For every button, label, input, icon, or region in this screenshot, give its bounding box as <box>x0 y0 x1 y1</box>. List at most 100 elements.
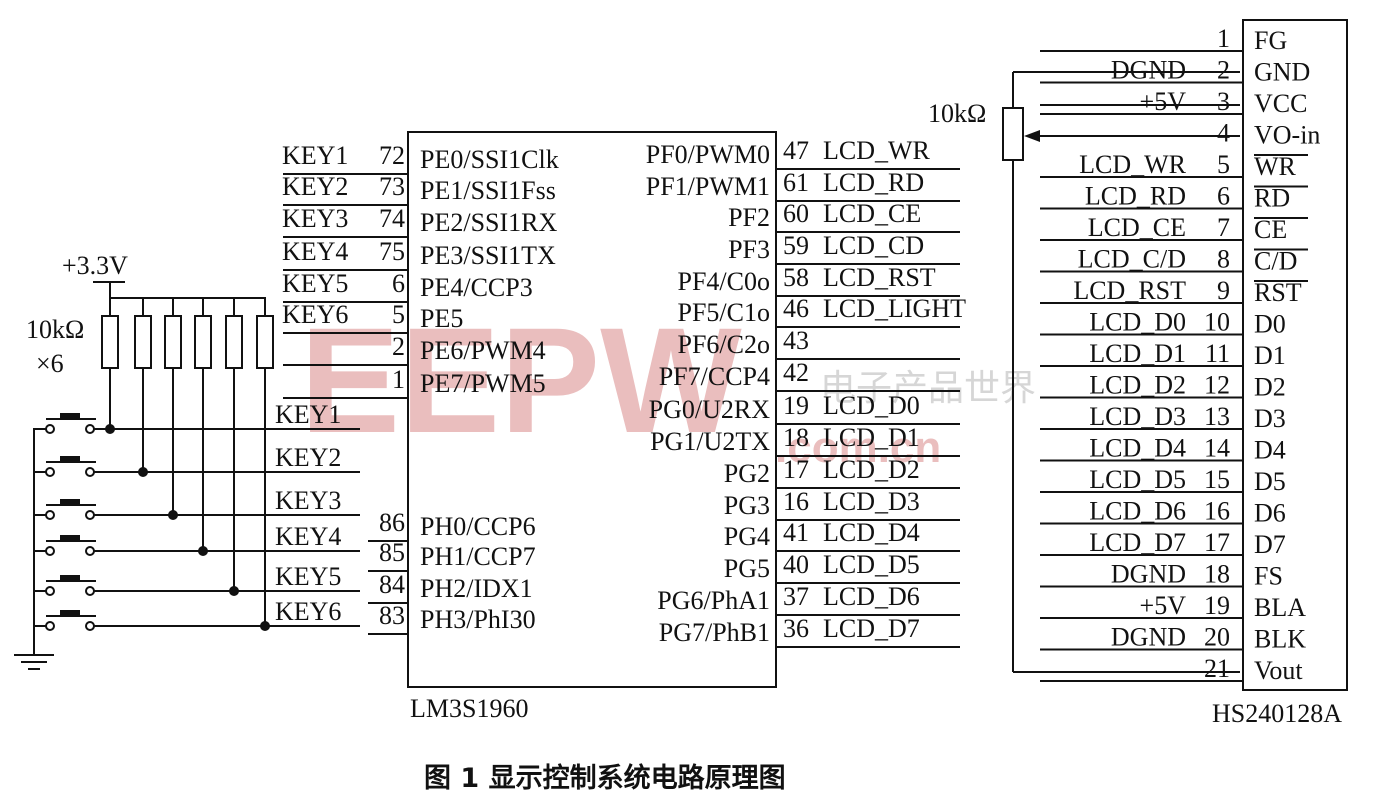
lcd-pin-name: C/D <box>1254 247 1297 276</box>
mcu-pin-label: PF3 <box>728 235 770 264</box>
lcd-pin-name: D3 <box>1254 404 1286 433</box>
switch-contact <box>85 546 95 556</box>
pullup-resistor <box>134 315 152 369</box>
mcu-pin-number: 72 <box>379 141 405 170</box>
lcd-pin-name: FG <box>1254 26 1287 55</box>
mcu-pin-number: 86 <box>379 508 405 537</box>
mcu-pin-number: 2 <box>392 332 405 361</box>
mcu-pin-number: 41 <box>783 518 809 547</box>
net-label: LCD_D4 <box>823 518 920 547</box>
mcu-pin-number: 47 <box>783 136 809 165</box>
mcu-pin-label: PF7/CCP4 <box>659 362 770 391</box>
mcu-pin-number: 16 <box>783 487 809 516</box>
pullup-resistor <box>101 315 119 369</box>
watermark-logo: EEPW <box>300 296 742 464</box>
lcd-pin-number: 9 <box>1217 276 1230 305</box>
switch-contact <box>45 546 55 556</box>
figure-caption: 图 1 显示控制系统电路原理图 <box>424 762 786 794</box>
mcu-pin-number: 61 <box>783 168 809 197</box>
net-label: LCD_D0 <box>1089 308 1186 337</box>
mcu-pin-number: 1 <box>392 365 405 394</box>
net-label: LCD_RST <box>1073 276 1186 305</box>
key-label: KEY1 <box>275 400 341 429</box>
net-label: LCD_LIGHT <box>823 294 966 323</box>
net-label: DGND <box>1111 623 1186 652</box>
mcu-pin-number: 37 <box>783 582 809 611</box>
mcu-pin-number: 40 <box>783 550 809 579</box>
lcd-pin-number: 6 <box>1217 182 1230 211</box>
lcd-pin-number: 15 <box>1204 465 1230 494</box>
pullup-resistor <box>164 315 182 369</box>
switch-button <box>60 610 80 616</box>
mcu-pin-label: PG5 <box>724 554 770 583</box>
junction-dot <box>198 546 208 556</box>
lcd-pin-name: CE <box>1254 215 1287 244</box>
mcu-pin-label: PG2 <box>724 459 770 488</box>
switch-button <box>60 535 80 541</box>
key-label: KEY6 <box>275 597 341 626</box>
watermark: EEPW .com.cn 电子产品世界 <box>300 296 1036 472</box>
lcd-pin-name: D6 <box>1254 499 1286 528</box>
lcd-pin-number: 21 <box>1204 654 1230 683</box>
mcu-pin-number: 5 <box>392 300 405 329</box>
lcd-pin-number: 14 <box>1204 434 1230 463</box>
net-label: LCD_D0 <box>823 391 920 420</box>
watermark-site: .com.cn <box>775 423 941 472</box>
net-label: KEY5 <box>282 269 348 298</box>
switch-contact <box>85 424 95 434</box>
junction-dot <box>105 424 115 434</box>
mcu-pin-label: PH3/PhI30 <box>420 605 536 634</box>
lcd-pin-number: 17 <box>1204 528 1230 557</box>
lcd-pin-name: BLA <box>1254 593 1306 622</box>
mcu-pin-number: 46 <box>783 294 809 323</box>
net-label: LCD_D7 <box>1089 528 1186 557</box>
lcd-pin-number: 7 <box>1217 213 1230 242</box>
mcu-pin-label: PE7/PWM5 <box>420 369 546 398</box>
net-label: LCD_D1 <box>823 423 920 452</box>
net-label: LCD_D2 <box>823 455 920 484</box>
lcd-pin-name: D5 <box>1254 467 1286 496</box>
lcd-pin-name: Vout <box>1254 656 1303 685</box>
lcd-pin-name: D1 <box>1254 341 1286 370</box>
key-label: KEY2 <box>275 443 341 472</box>
mcu-pin-number: 59 <box>783 231 809 260</box>
lcd-pin-number: 12 <box>1204 371 1230 400</box>
net-label: KEY1 <box>282 141 348 170</box>
potentiometer: 10kΩ <box>928 71 1240 673</box>
mcu-pin-number: 36 <box>783 614 809 643</box>
lcd-pin-name: D2 <box>1254 373 1286 402</box>
net-label: LCD_D6 <box>1089 497 1186 526</box>
mcu-name: LM3S1960 <box>410 694 528 723</box>
switch-contact <box>85 467 95 477</box>
net-label: LCD_D3 <box>823 487 920 516</box>
switch-button <box>60 456 80 462</box>
mcu-pin-number: 75 <box>379 237 405 266</box>
lcd-pin-name: GND <box>1254 58 1310 87</box>
mcu-pin-number: 58 <box>783 263 809 292</box>
net-label: LCD_CE <box>823 199 921 228</box>
mcu-pin-number: 42 <box>783 358 809 387</box>
net-label: LCD_D5 <box>823 550 920 579</box>
mcu-pin-number: 19 <box>783 391 809 420</box>
mcu-pin-label: PH1/CCP7 <box>420 542 536 571</box>
lcd-pin-number: 20 <box>1204 623 1230 652</box>
switch-contact <box>85 510 95 520</box>
key-label: KEY3 <box>275 486 341 515</box>
supply-label: +3.3V <box>62 251 128 280</box>
lcd-pin-number: 10 <box>1204 308 1230 337</box>
mcu-pin-number: 43 <box>783 326 809 355</box>
watermark-cn: 电子产品世界 <box>820 368 1036 409</box>
key-circuit: +3.3V 10kΩ ×6 <box>14 251 266 670</box>
switch-contact <box>45 467 55 477</box>
mcu-pin-number: 17 <box>783 455 809 484</box>
mcu-pin-label: PG1/U2TX <box>650 427 770 456</box>
switch-contact <box>45 424 55 434</box>
switch-button <box>60 499 80 505</box>
mcu-pin-label: PE1/SSI1Fss <box>420 176 556 205</box>
net-label: LCD_RST <box>823 263 936 292</box>
net-label: +5V <box>1140 591 1187 620</box>
mcu-pin-label: PG4 <box>724 522 770 551</box>
